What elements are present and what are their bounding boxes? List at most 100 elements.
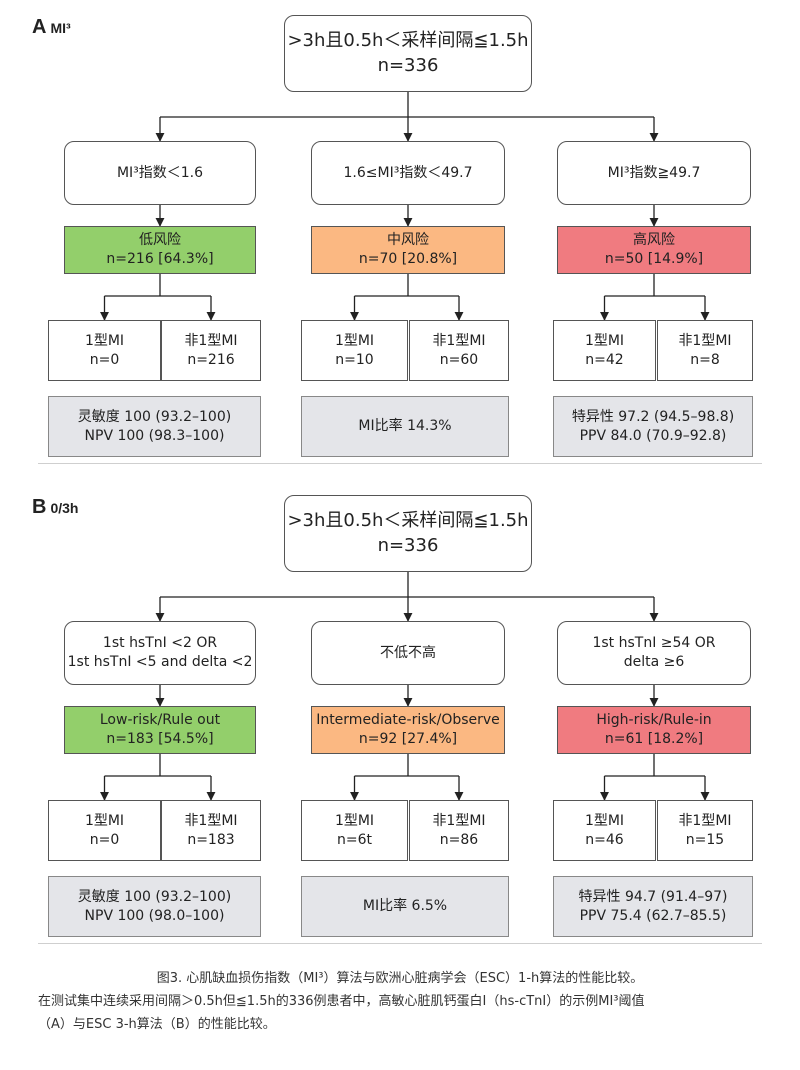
panel-a-branch-1-stats: 灵敏度 100 (93.2–100) NPV 100 (98.3–100) (48, 396, 261, 457)
panel-b-branch-3-risk-label: High-risk/Rule-in (596, 712, 712, 729)
panel-b-branch-2-leaf-count: n=86 (439, 831, 479, 848)
panel-a-branch-3-stat-line: PPV 84.0 (70.9–92.8) (579, 427, 727, 444)
panel-b-branch-3-risk-count: n=61 [18.2%] (604, 731, 704, 747)
panel-b-branch-2-criterion-line: 不低不高 (380, 644, 436, 661)
panel-b-branch-1-criterion-line: 1st hsTnI <5 and delta <2 (67, 654, 253, 670)
panel-a-branch-3-leaf-label: 非1型MI (678, 332, 732, 349)
panel-a-branch-2-criterion-line: 1.6≤MI³指数＜49.7 (343, 164, 473, 181)
panel-a-branch-2-leaf-label: 1型MI (334, 332, 375, 349)
panel-a-branch-1-risk-label: 低风险 (139, 232, 181, 249)
panel-a-branch-3-non-type1-mi: 非1型MI n=8 (657, 320, 753, 381)
panel-a-branch-2-stats: MI比率 14.3% (301, 396, 509, 457)
panel-b-branch-3-leaf-count: n=46 (585, 831, 624, 848)
panel-a-branch-3-risk-high: 高风险 n=50 [14.9%] (557, 226, 751, 274)
panel-b-branch-2-stats: MI比率 6.5% (301, 876, 509, 937)
panel-a-bottom-rule (38, 463, 762, 464)
panel-a-branch-3-risk-count: n=50 [14.9%] (604, 251, 704, 267)
panel-a-branch-1-non-type1-mi: 非1型MI n=216 (161, 320, 261, 381)
panel-a-branch-2-leaf-count: n=10 (335, 351, 374, 368)
panel-a-branch-2-leaf-label: 非1型MI (432, 332, 486, 349)
panel-b-branch-1-risk-low: Low-risk/Rule out n=183 [54.5%] (64, 706, 256, 754)
panel-a-branch-1-criterion: MI³指数＜1.6 (64, 141, 256, 205)
panel-a-branch-1-leaf-label: 非1型MI (184, 332, 238, 349)
panel-b-branch-3-criterion: 1st hsTnI ≥54 OR delta ≥6 (557, 621, 751, 685)
panel-a-branch-3-criterion: MI³指数≧49.7 (557, 141, 751, 205)
panel-a-branch-3-stats: 特异性 97.2 (94.5–98.8) PPV 84.0 (70.9–92.8) (553, 396, 753, 457)
panel-a-root-count: n=336 (377, 54, 439, 76)
panel-a-branch-3-risk-label: 高风险 (633, 232, 675, 249)
panel-a-branch-1-criterion-line: MI³指数＜1.6 (116, 164, 204, 181)
panel-a-branch-2-risk-count: n=70 [20.8%] (358, 251, 458, 267)
panel-a-method-name: MI³ (50, 20, 71, 36)
panel-b-root-count: n=336 (377, 534, 439, 556)
panel-a-branch-1-leaf-count: n=0 (89, 351, 120, 368)
panel-a-branch-3-criterion-line: MI³指数≧49.7 (607, 164, 701, 181)
panel-a-branch-3-leaf-count: n=8 (690, 351, 720, 368)
panel-b-branch-3-stat-line: 特异性 94.7 (91.4–97) (578, 888, 728, 905)
panel-b-bottom-rule (38, 943, 762, 944)
panel-a-branch-1-stat-line: NPV 100 (98.3–100) (84, 427, 225, 444)
panel-b-branch-3-leaf-label: 非1型MI (678, 812, 732, 829)
panel-a-branch-1-leaf-label: 1型MI (84, 332, 125, 349)
panel-b-root-condition: >3h且0.5h＜采样间隔≦1.5h (287, 510, 529, 532)
panel-a-branch-3-leaf-count: n=42 (585, 351, 624, 368)
caption-line-1: 图3. 心肌缺血损伤指数（MI³）算法与欧洲心脏病学会（ESC）1-h算法的性能… (156, 971, 644, 986)
panel-a-branch-2-type1-mi: 1型MI n=10 (301, 320, 408, 381)
panel-a-branch-2-leaf-count: n=60 (439, 351, 479, 368)
panel-b-branch-3-stat-line: PPV 75.4 (62.7–85.5) (579, 907, 727, 924)
panel-a-branch-2-criterion: 1.6≤MI³指数＜49.7 (311, 141, 505, 205)
panel-b-branch-2-risk-label: Intermediate-risk/Observe (316, 712, 500, 729)
panel-b-branch-2-leaf-label: 非1型MI (432, 812, 486, 829)
panel-b-branch-3-risk-high: High-risk/Rule-in n=61 [18.2%] (557, 706, 751, 754)
panel-b-branch-1-type1-mi: 1型MI n=0 (48, 800, 161, 861)
panel-a-branch-1-leaf-count: n=216 (187, 351, 235, 368)
panel-a-root-condition: >3h且0.5h＜采样间隔≦1.5h (287, 30, 529, 52)
panel-a-branch-3-leaf-label: 1型MI (584, 332, 625, 349)
panel-a-branch-2-stat-line: MI比率 14.3% (358, 418, 452, 435)
panel-a-branch-3-type1-mi: 1型MI n=42 (553, 320, 656, 381)
caption-line-3: （A）与ESC 3-h算法（B）的性能比较。 (38, 1016, 276, 1032)
panel-b-branch-1-non-type1-mi: 非1型MI n=183 (161, 800, 261, 861)
figure-caption: 图3. 心肌缺血损伤指数（MI³）算法与欧洲心脏病学会（ESC）1-h算法的性能… (0, 968, 800, 1036)
panel-b-method-name: 0/3h (50, 500, 79, 516)
panel-b-branch-3-stats: 特异性 94.7 (91.4–97) PPV 75.4 (62.7–85.5) (553, 876, 753, 937)
panel-b-branch-1-stat-line: 灵敏度 100 (93.2–100) (77, 888, 232, 905)
panel-b-branch-2-leaf-count: n=6t (337, 831, 372, 848)
caption-line-2: 在测试集中连续采用间隔＞0.5h但≦1.5h的336例患者中，高敏心脏肌钙蛋白I… (38, 993, 645, 1009)
panel-b-branch-1-stat-line: NPV 100 (98.0–100) (84, 907, 225, 924)
panel-b-branch-3-leaf-label: 1型MI (584, 812, 625, 829)
panel-b-branch-1-leaf-count: n=183 (187, 831, 235, 848)
panel-b-letter: B (32, 496, 47, 518)
panel-b-branch-1-leaf-count: n=0 (89, 831, 120, 848)
panel-a-branch-1-stat-line: 灵敏度 100 (93.2–100) (77, 408, 232, 425)
panel-b-branch-1-stats: 灵敏度 100 (93.2–100) NPV 100 (98.0–100) (48, 876, 261, 937)
panel-b-branch-2-risk-count: n=92 [27.4%] (358, 731, 458, 747)
panel-b-branch-3-leaf-count: n=15 (685, 831, 725, 848)
panel-b-branch-2-stat-line: MI比率 6.5% (362, 898, 448, 915)
panel-b-branch-1-risk-label: Low-risk/Rule out (99, 712, 221, 729)
panel-b-branch-2-leaf-label: 1型MI (334, 812, 375, 829)
panel-a-branch-1-type1-mi: 1型MI n=0 (48, 320, 161, 381)
panel-b-branch-3-type1-mi: 1型MI n=46 (553, 800, 656, 861)
panel-a-letter: A (32, 16, 47, 38)
panel-b-branch-1-criterion: 1st hsTnI <2 OR 1st hsTnI <5 and delta <2 (64, 621, 256, 685)
panel-b-branch-1-risk-count: n=183 [54.5%] (106, 731, 214, 747)
panel-b-branch-2-type1-mi: 1型MI n=6t (301, 800, 408, 861)
panel-b-branch-3-criterion-line: delta ≥6 (623, 654, 685, 670)
panel-b-branch-1-leaf-label: 非1型MI (184, 812, 238, 829)
panel-b-branch-1-leaf-label: 1型MI (84, 812, 125, 829)
panel-a-branch-2-non-type1-mi: 非1型MI n=60 (409, 320, 509, 381)
panel-b-branch-2-non-type1-mi: 非1型MI n=86 (409, 800, 509, 861)
panel-b-branch-3-non-type1-mi: 非1型MI n=15 (657, 800, 753, 861)
panel-b-branch-1-criterion-line: 1st hsTnI <2 OR (102, 635, 218, 652)
panel-b-branch-2-risk-mid: Intermediate-risk/Observe n=92 [27.4%] (311, 706, 505, 754)
panel-b-branch-3-criterion-line: 1st hsTnI ≥54 OR (592, 635, 716, 652)
panel-a-branch-3-stat-line: 特异性 97.2 (94.5–98.8) (571, 408, 735, 425)
